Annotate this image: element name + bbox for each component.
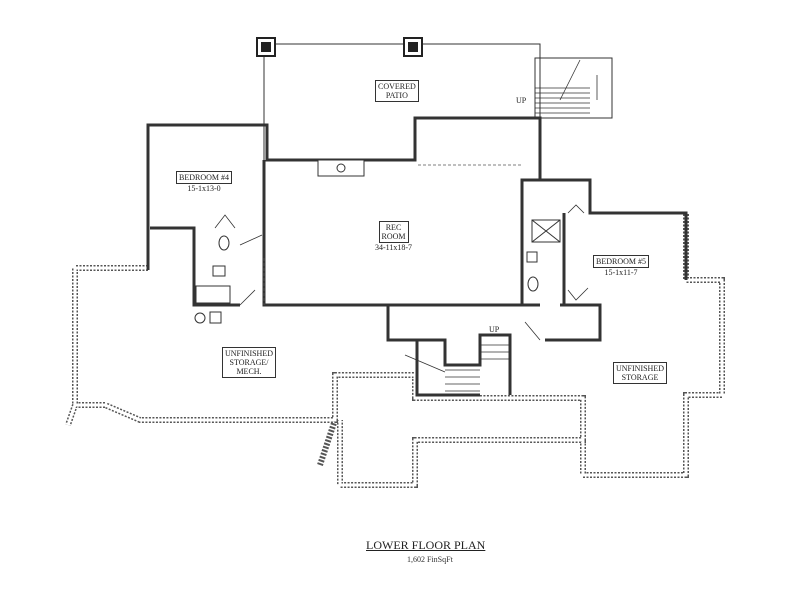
rec-name-1: REC <box>385 223 402 232</box>
storage-right-1: UNFINISHED <box>616 364 664 373</box>
covered-patio-outline <box>263 43 613 160</box>
bath-fixtures <box>194 219 561 324</box>
interior-stair-up-label: UP <box>489 325 500 334</box>
patio-posts <box>256 37 423 57</box>
patio-stair-up-label: UP <box>516 96 527 105</box>
storage-left-3: MECH. <box>236 367 262 376</box>
plan-title: LOWER FLOOR PLAN <box>366 538 486 552</box>
bedroom5-dims: 15-1x11-7 <box>604 268 638 277</box>
patio-stairs <box>535 59 598 114</box>
patio-name-1: COVERED <box>378 82 416 91</box>
bedroom5-name: BEDROOM #5 <box>593 255 650 268</box>
bedroom4-dims: 15-1x13-0 <box>187 184 221 193</box>
patio-name-2: PATIO <box>385 91 408 100</box>
rec-name-2: ROOM <box>381 232 406 241</box>
foundation-walls <box>65 213 725 488</box>
interior-stairs <box>404 344 510 392</box>
fireplace <box>317 159 365 177</box>
storage-left-1: UNFINISHED <box>225 349 273 358</box>
rec-dims: 34-11x18-7 <box>375 243 413 252</box>
storage-left-2: STORAGE/ <box>229 358 269 367</box>
door-swings <box>214 204 589 341</box>
bedroom4-name: BEDROOM #4 <box>176 171 233 184</box>
storage-right-2: STORAGE <box>621 373 659 382</box>
plan-area: 1,602 FinSqFt <box>407 555 453 564</box>
